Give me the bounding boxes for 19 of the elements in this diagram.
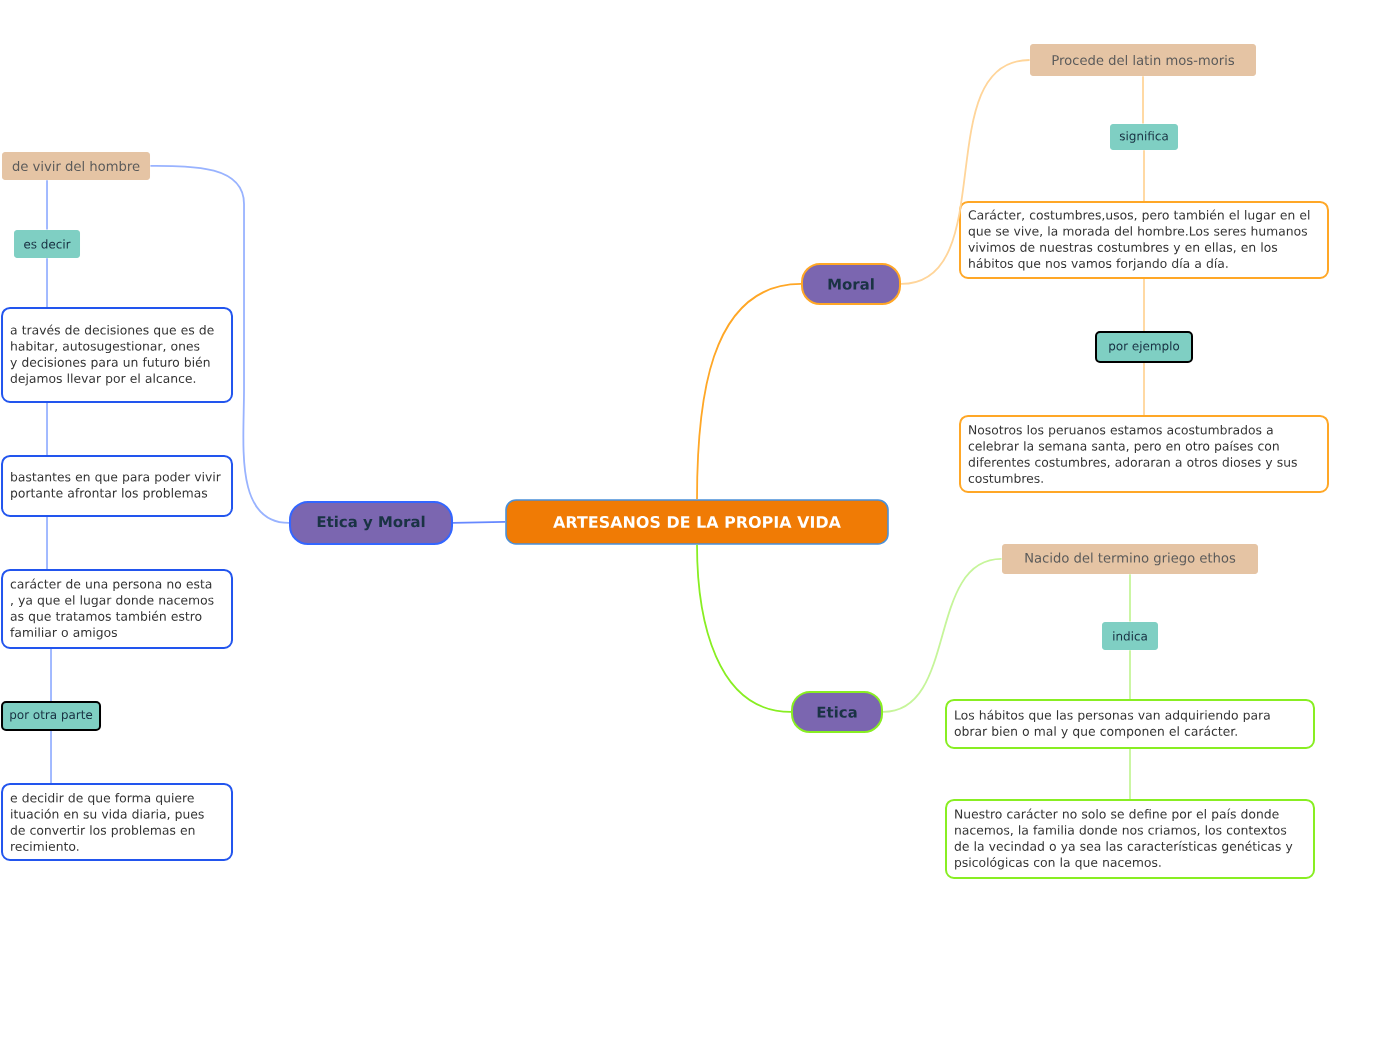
connector-line [1142,75,1144,125]
connector-line [1143,362,1145,416]
connector-line [696,543,792,713]
connector-line [900,59,1031,285]
connector-line [696,283,802,501]
connector-line [50,648,52,702]
connector-line [149,165,290,524]
connector-line [1129,573,1131,623]
connector-line [1129,649,1131,700]
connector-line [452,521,507,524]
connector-line [882,558,1003,713]
connector-line [46,179,48,231]
connector-line [1143,149,1145,202]
connector-line [1129,748,1131,800]
connector-line [46,402,48,456]
connector-line [46,516,48,570]
connector-line [46,257,48,308]
connector-line [50,730,52,784]
connector-line [1143,278,1145,332]
